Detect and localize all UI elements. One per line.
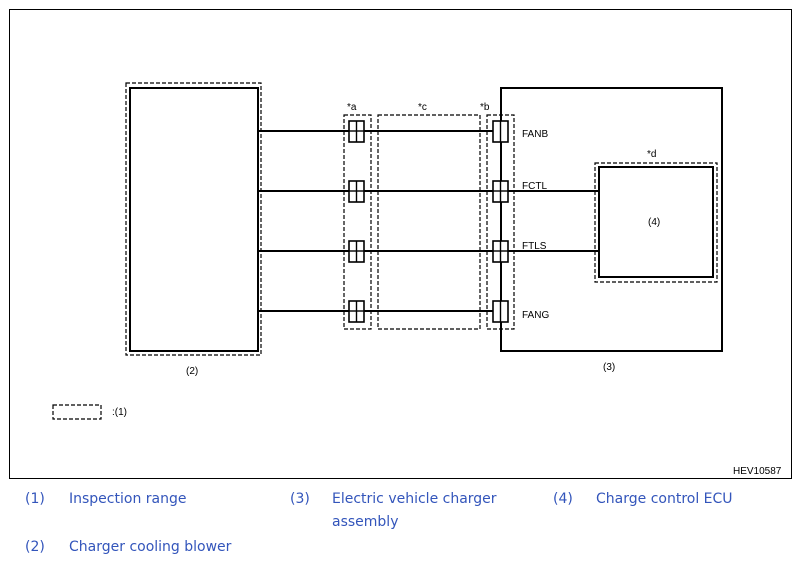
connector-b-pin-4	[492, 300, 509, 323]
key-dashed-symbol	[52, 404, 102, 420]
legend-num-2: (2)	[25, 539, 45, 555]
marker-b: *b	[480, 102, 490, 113]
connector-a-pin-1	[348, 120, 365, 143]
harness-c-range	[377, 114, 481, 330]
marker-c: *c	[418, 102, 427, 113]
connector-a-range	[343, 114, 372, 330]
label-blower: (2)	[186, 366, 198, 377]
pin-label-fanb: FANB	[522, 129, 548, 140]
label-charger: (3)	[603, 362, 615, 373]
key-label: :(1)	[112, 407, 127, 418]
connector-b-range	[486, 114, 515, 330]
pin-label-fctl: FCTL	[522, 181, 547, 192]
connector-b-pin-1	[492, 120, 509, 143]
connector-a-pin-2	[348, 180, 365, 203]
legend-num-3: (3)	[290, 491, 310, 507]
inspection-range-ecu	[594, 162, 718, 283]
inspection-range-blower	[125, 82, 262, 356]
connector-b-pin-3	[492, 240, 509, 263]
legend-text-2: Charger cooling blower	[69, 539, 232, 555]
connector-a-pin-3	[348, 240, 365, 263]
charger-cooling-blower-box	[129, 87, 259, 352]
charge-control-ecu-box	[598, 166, 714, 278]
diagram-frame	[9, 9, 792, 479]
legend-num-1: (1)	[25, 491, 45, 507]
legend-text-4: Charge control ECU	[596, 491, 733, 507]
pin-label-ftls: FTLS	[522, 241, 547, 252]
figure-id: HEV10587	[733, 466, 782, 477]
legend-text-3b: assembly	[332, 514, 399, 530]
marker-a: *a	[347, 102, 357, 113]
label-ecu: (4)	[648, 217, 660, 228]
legend-text-1: Inspection range	[69, 491, 187, 507]
charger-assembly-box	[500, 87, 723, 352]
connector-a-pin-4	[348, 300, 365, 323]
pin-label-fang: FANG	[522, 310, 549, 321]
connector-b-pin-2	[492, 180, 509, 203]
legend-text-3: Electric vehicle charger	[332, 491, 497, 507]
marker-d: *d	[647, 149, 656, 160]
legend-num-4: (4)	[553, 491, 573, 507]
